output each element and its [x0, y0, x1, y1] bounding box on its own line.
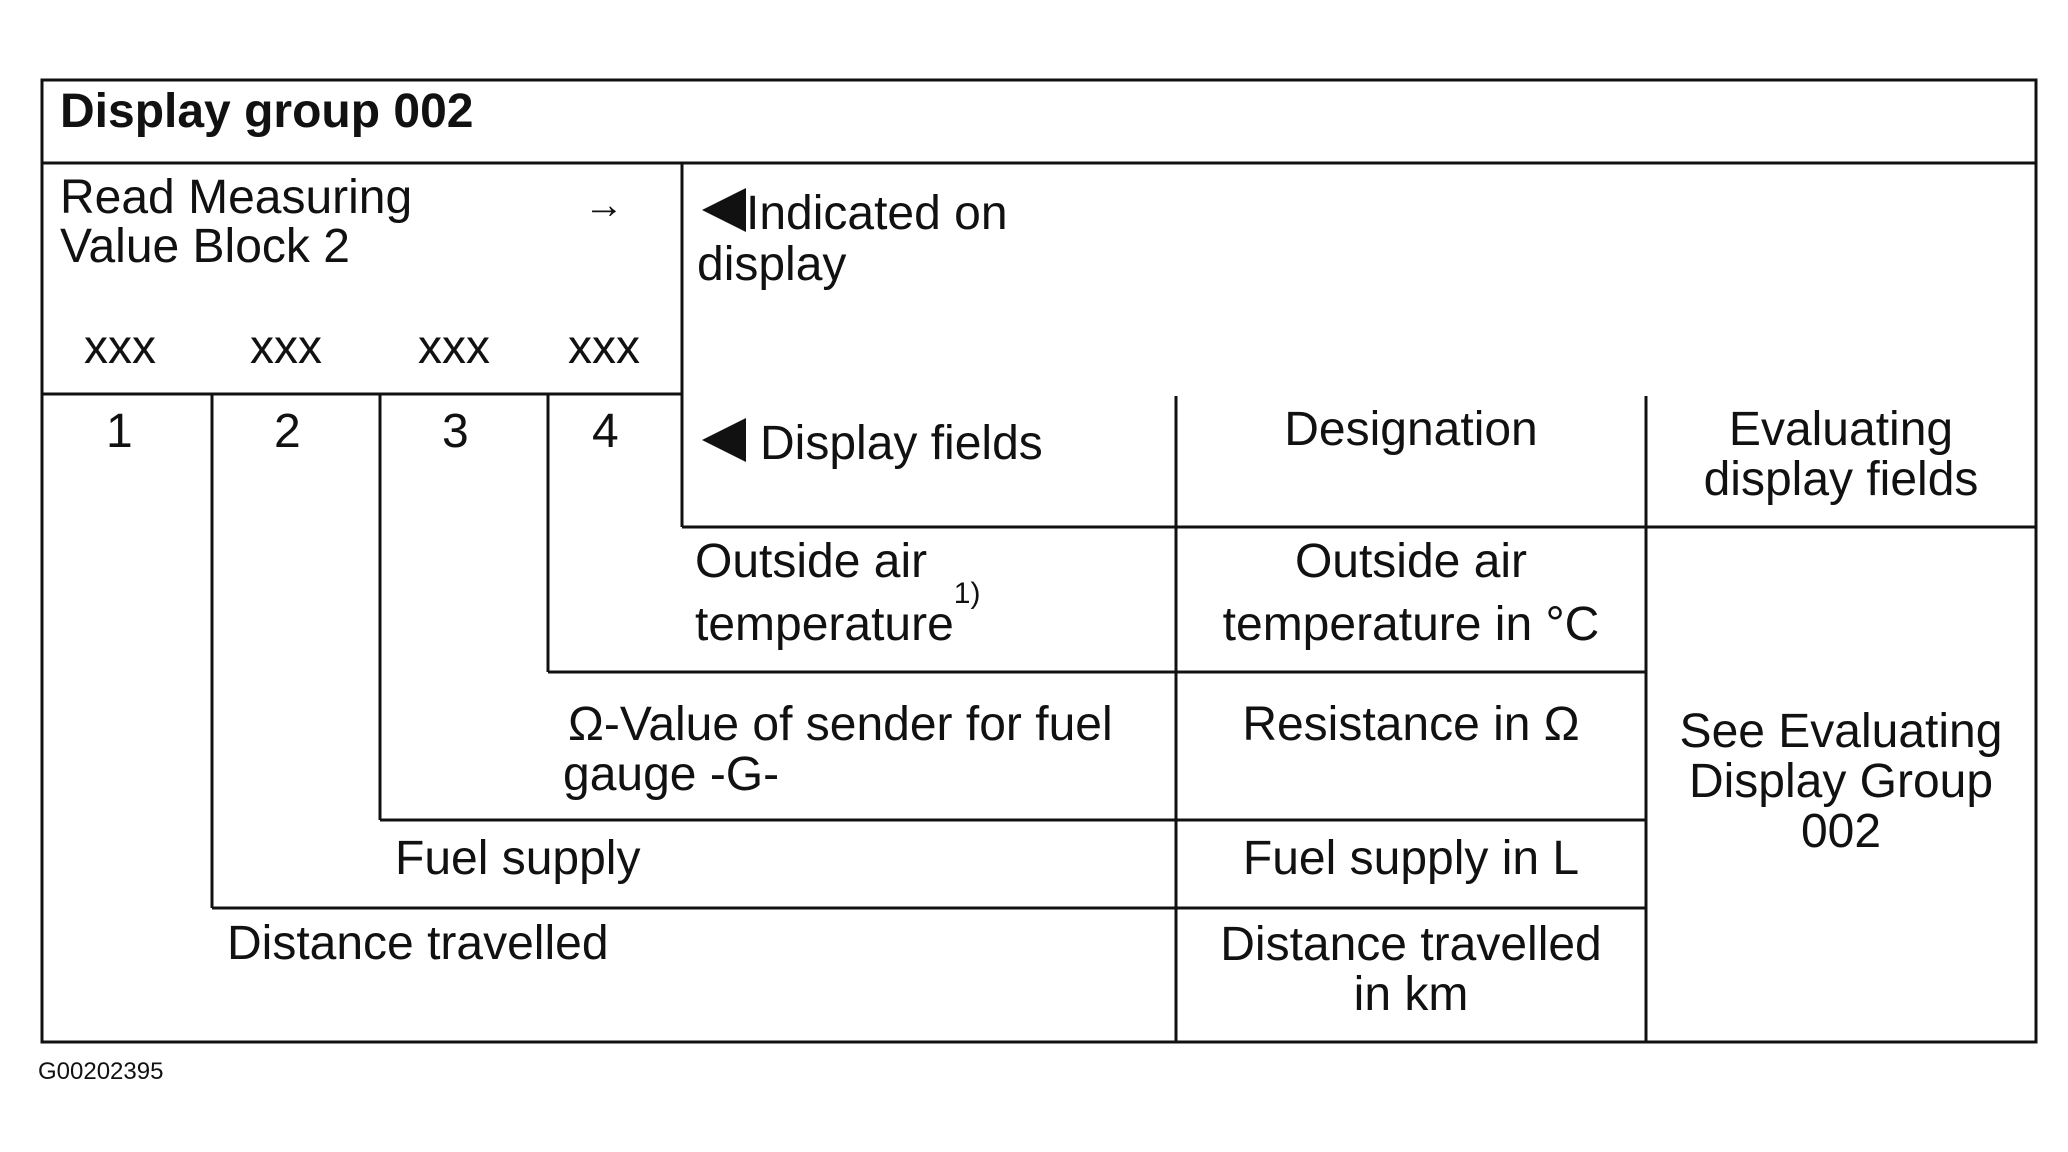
row-3-designation: Resistance in Ω	[1242, 698, 1580, 751]
row-2-designation: Fuel supply in L	[1242, 832, 1580, 885]
arrow-right-icon: →	[584, 183, 624, 227]
read-block-line-1: Read Measuring	[60, 171, 413, 224]
left-pointing-triangle-icon	[702, 188, 746, 232]
outer-frame	[40, 78, 2038, 1044]
placeholder-value: xxx	[84, 321, 156, 374]
placeholder-value: xxx	[418, 321, 490, 374]
evaluating-note-line-2: Display Group	[1688, 755, 1994, 808]
placeholder-value: xxx	[568, 321, 640, 374]
placeholder-value: xxx	[250, 321, 322, 374]
row-1-designation: Distance travelled	[1220, 918, 1602, 971]
row-4-description: Outside air	[695, 535, 928, 588]
indicated-on-display-label: Indicated on	[702, 188, 1008, 239]
left-pointing-triangle-icon	[702, 418, 746, 462]
field-number: 3	[442, 405, 469, 458]
evaluating-note-line-3: 002	[1800, 805, 1882, 858]
display-fields-header: Display fields	[702, 418, 1043, 469]
row-3-description: Ω-Value of sender for fuel	[568, 698, 1113, 751]
row-1-designation-line-2: in km	[1353, 968, 1469, 1021]
evaluating-header-line-1: Evaluating	[1728, 403, 1954, 456]
read-block-line-2: Value Block 2	[60, 220, 350, 273]
row-4-designation-line-2: temperature in °C	[1222, 598, 1600, 651]
row-2-description: Fuel supply	[395, 832, 641, 885]
figure-id: G00202395	[38, 1058, 164, 1085]
row-1-description: Distance travelled	[227, 917, 609, 970]
evaluating-header-line-2: display fields	[1703, 453, 1979, 506]
footnote-marker: 1)	[953, 577, 981, 610]
field-number: 4	[592, 405, 619, 458]
row-4-description-line-2: temperature1)	[695, 577, 981, 651]
field-number: 2	[274, 405, 301, 458]
display-group-title: Display group 002	[60, 85, 474, 138]
designation-header: Designation	[1284, 403, 1538, 456]
field-number: 1	[106, 405, 133, 458]
row-3-description-line-2: gauge -G-	[563, 748, 780, 801]
row-4-designation: Outside air	[1294, 535, 1528, 588]
indicated-on-display-line-2: display	[697, 238, 847, 291]
evaluating-note-line-1: See Evaluating	[1679, 705, 2003, 758]
